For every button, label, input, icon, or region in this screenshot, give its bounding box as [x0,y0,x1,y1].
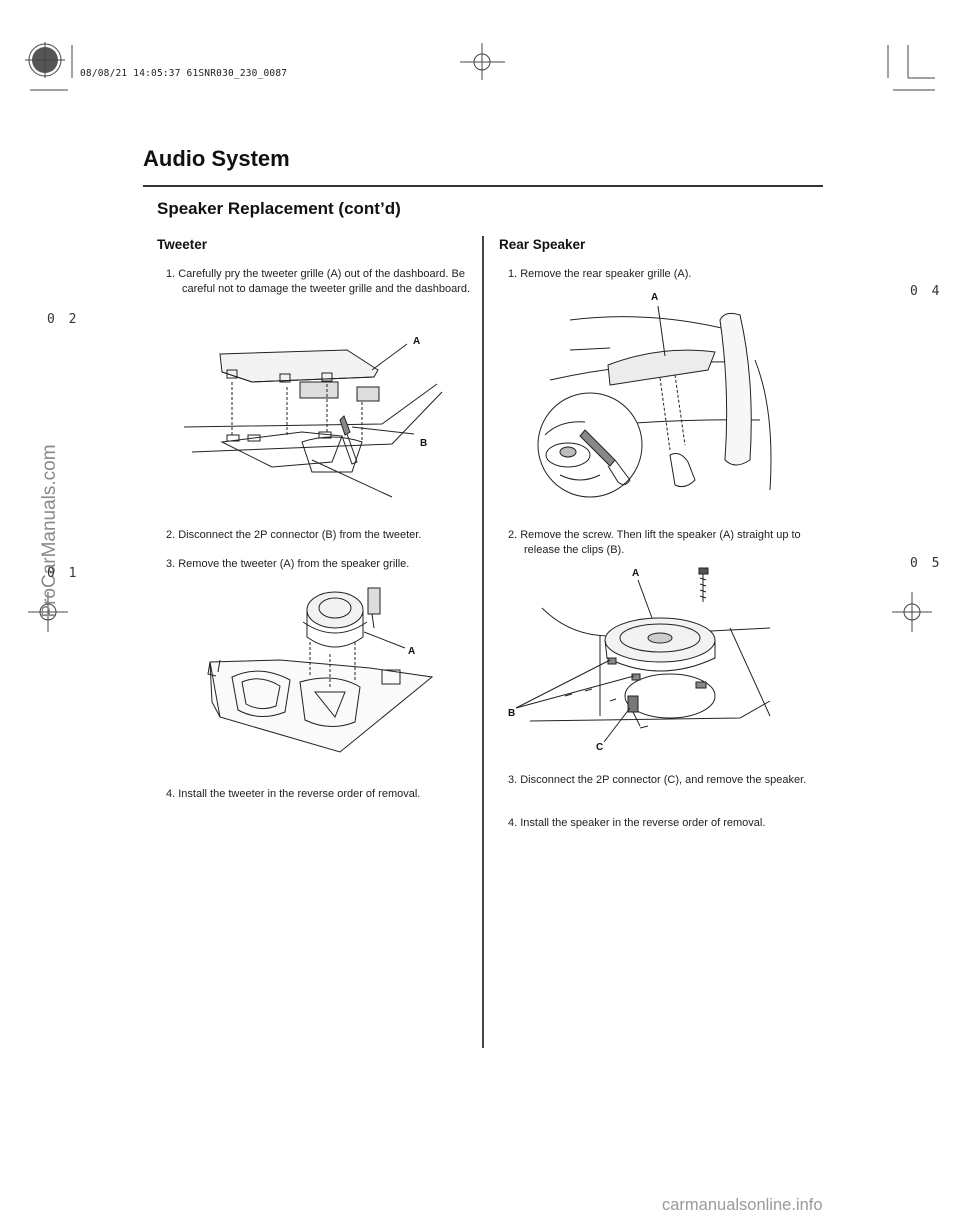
rear-step-4: 4. Install the speaker in the reverse or… [508,817,766,829]
title-rule [143,185,823,187]
rear-speaker-heading: Rear Speaker [499,237,586,252]
tweeter-step-3: 3. Remove the tweeter (A) from the speak… [166,558,410,570]
bottom-watermark: carmanualsonline.info [662,1196,823,1214]
rear-fig2-callout-a: A [632,568,640,579]
rear-grille-illustration [537,305,772,498]
print-stamp: 08/08/21 14:05:37 61SNR030_230_0087 [80,68,288,79]
rear-speaker-figure: A B C [500,566,780,758]
column-divider [482,236,484,1048]
page-subtitle: Speaker Replacement (cont’d) [157,199,401,218]
page-number-right-bottom: 0 5 [910,556,943,571]
side-watermark: ProCarManuals.com [39,444,60,618]
rear-step-2: 2. Remove the screw. Then lift the speak… [508,529,801,556]
page-number-right-top: 0 4 [910,284,943,299]
tweeter-grille-illustration [183,343,443,498]
rear-step-1: 1. Remove the rear speaker grille (A). [508,268,692,280]
section-title: Audio System [143,146,290,171]
rear-fig1-callout-a: A [651,292,659,303]
rear-fig2-callout-b: B [508,708,516,719]
tweeter-step-4: 4. Install the tweeter in the reverse or… [166,788,421,800]
rear-step-3: 3. Disconnect the 2P connector (C), and … [508,774,807,786]
tweeter-fig2-callout-a: A [408,646,416,657]
page-number-left-bottom: 0 1 [47,566,80,581]
tweeter-fig1-callout-a: A [413,336,421,347]
tweeter-removal-figure: A [190,582,436,764]
rear-grille-figure: A [530,290,778,508]
tweeter-step-2: 2. Disconnect the 2P connector (B) from … [166,529,422,541]
rear-speaker-illustration [515,567,771,743]
tweeter-grille-figure: A B [182,332,444,502]
tweeter-step-1: 1. Carefully pry the tweeter grille (A) … [166,268,471,295]
tweeter-heading: Tweeter [157,237,208,252]
rear-fig2-callout-c: C [596,742,604,753]
tweeter-fig1-callout-b: B [420,438,428,449]
page-number-left-top: 0 2 [47,312,80,327]
tweeter-removal-illustration [207,587,434,753]
